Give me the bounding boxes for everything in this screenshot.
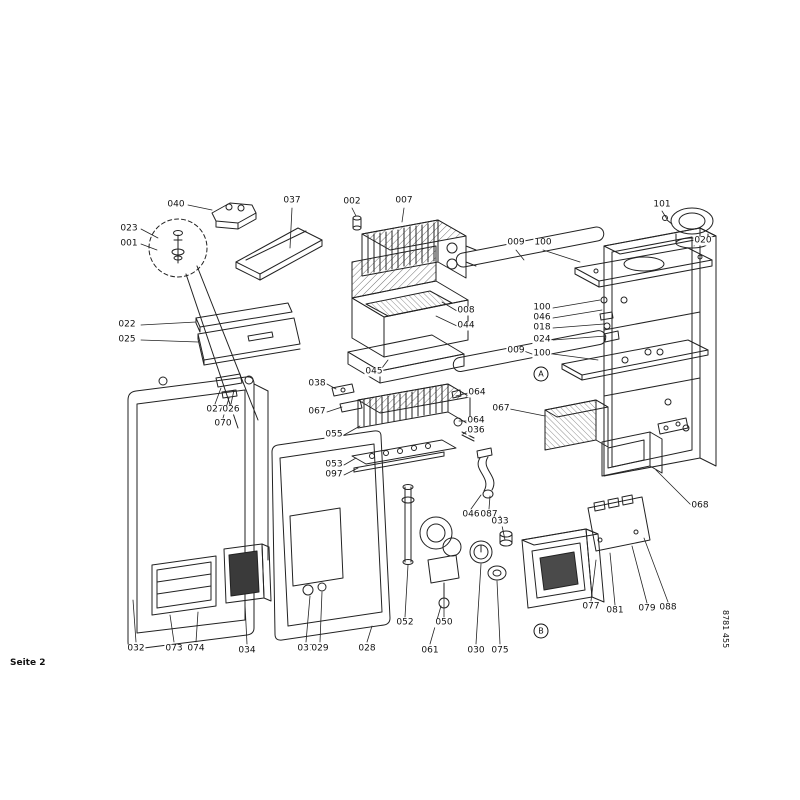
burner [357,383,475,442]
small-knob [499,530,513,547]
s-pipe [476,447,495,499]
screw-detail-group [148,218,259,429]
top-shelf [574,247,713,288]
side-panels [195,302,301,366]
drawing-code: 8781 455 [721,610,730,649]
front-panel [271,430,391,641]
burner-brackets [331,383,363,413]
fan-housing [544,399,609,451]
page-number: Seite 2 [10,658,46,668]
leader-lines [132,204,701,645]
combustion-chamber [351,245,469,358]
chamber-tray [347,334,465,384]
control-transformer [601,431,663,477]
control-housing [521,528,605,609]
rear-frame [603,227,717,477]
pump-group [401,484,462,609]
display-door [223,543,272,604]
flue-collar [662,207,714,249]
wire-gaskets [452,226,607,373]
heat-exchanger [361,219,477,279]
gauge-group [469,540,507,581]
small-brackets [215,373,243,399]
outer-casing [127,375,269,650]
top-cover [235,227,323,281]
gas-manifold [351,439,457,473]
frame-fittings [599,296,620,343]
mid-tray [561,339,709,381]
pcb [587,494,651,552]
top-bracket [211,202,257,230]
sensor-fitting [352,215,362,231]
